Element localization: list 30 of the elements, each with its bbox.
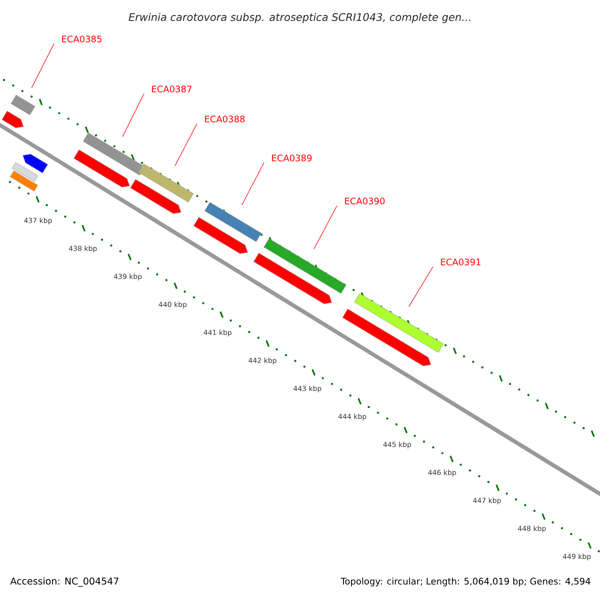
title: Erwinia carotovora subsp. atroseptica SCRI1043, complete gen...	[128, 12, 470, 24]
gene-bar	[138, 164, 194, 202]
leader-line	[242, 162, 264, 206]
gene-label: ECA0391	[441, 258, 480, 266]
gene-feature	[22, 154, 48, 174]
footer-text: Accession: NC_004547	[10, 577, 118, 587]
gene-feature	[254, 252, 332, 304]
leader-line	[314, 205, 338, 250]
gene-feature	[2, 110, 24, 128]
gene-label: ECA0385	[62, 36, 102, 42]
gene-feature	[194, 217, 248, 254]
gene-bar	[354, 293, 444, 353]
gene-bar	[264, 238, 346, 294]
leader-line	[122, 93, 144, 138]
gene-bar	[10, 94, 36, 116]
gene-label: ECA0388	[205, 116, 245, 122]
gene-bar	[82, 132, 146, 176]
gene-feature	[342, 308, 432, 366]
gene-label: ECA0389	[272, 154, 312, 162]
leader-line	[408, 266, 434, 307]
gene-feature	[74, 150, 130, 188]
gene-bar	[204, 202, 262, 242]
gene-bar	[10, 170, 38, 192]
gene-label: ECA0387	[152, 86, 192, 92]
gene-label: ECA0390	[345, 198, 385, 204]
leader-line	[174, 123, 198, 166]
gene-bar	[12, 162, 38, 182]
footer-text: Topology: circular; Length: 5,064,019 bp; Genes: 4,594	[340, 578, 590, 586]
leader-line	[31, 43, 54, 88]
gene-feature	[130, 179, 182, 214]
